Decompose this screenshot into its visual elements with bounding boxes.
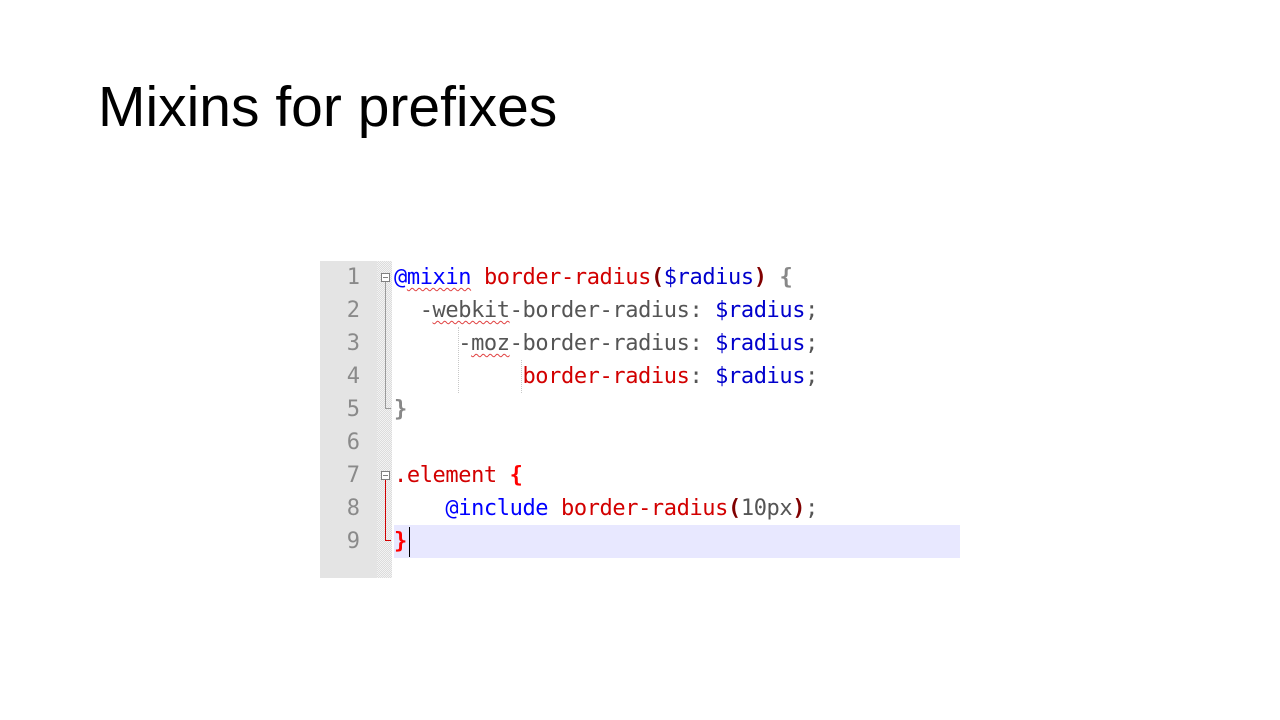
code-token: .element bbox=[394, 463, 497, 488]
code-token: border-radius bbox=[548, 496, 728, 521]
code-token: 10px bbox=[740, 496, 793, 521]
code-line[interactable]: @mixin border-radius($radius) { bbox=[394, 261, 960, 294]
code-line[interactable]: -moz-border-radius: $radius; bbox=[394, 327, 960, 360]
code-line[interactable]: } bbox=[394, 393, 960, 426]
code-token: border-radius bbox=[394, 364, 690, 389]
code-token: $radius bbox=[715, 331, 806, 356]
line-number: 4 bbox=[346, 364, 360, 389]
indent-guide bbox=[458, 327, 460, 393]
code-token: ; bbox=[805, 364, 818, 389]
current-line-highlight bbox=[394, 525, 960, 558]
code-token: -border-radius bbox=[509, 331, 690, 356]
code-token: mixin bbox=[406, 265, 472, 290]
code-token: : bbox=[689, 298, 716, 323]
code-line[interactable] bbox=[394, 426, 960, 459]
line-number: 7 bbox=[346, 463, 360, 488]
line-number: 9 bbox=[346, 529, 360, 554]
code-token: webkit bbox=[432, 298, 510, 323]
code-token: ) bbox=[792, 496, 806, 521]
fold-margin-separator bbox=[392, 261, 394, 578]
code-token: ; bbox=[805, 298, 818, 323]
code-token: $radius bbox=[715, 298, 806, 323]
line-number: 8 bbox=[346, 496, 360, 521]
code-line[interactable]: } bbox=[394, 525, 960, 558]
fold-collapse-icon[interactable] bbox=[381, 273, 390, 282]
indent-guide bbox=[521, 360, 523, 393]
code-token: ; bbox=[805, 331, 818, 356]
code-token: - bbox=[394, 298, 433, 323]
code-token: border-radius bbox=[471, 265, 651, 290]
slide-title: Mixins for prefixes bbox=[98, 75, 558, 139]
line-number: 5 bbox=[346, 397, 360, 422]
code-token: } bbox=[394, 397, 407, 422]
code-line[interactable]: border-radius: $radius; bbox=[394, 360, 960, 393]
code-token: - bbox=[394, 331, 472, 356]
code-token: } bbox=[394, 529, 407, 554]
text-caret bbox=[409, 527, 410, 557]
code-token bbox=[497, 463, 510, 488]
code-token: ) bbox=[753, 265, 767, 290]
code-line[interactable]: .element { bbox=[394, 459, 960, 492]
fold-range-line bbox=[385, 480, 386, 540]
code-token: ( bbox=[650, 265, 664, 290]
fold-margin bbox=[377, 261, 392, 578]
code-token: moz bbox=[471, 331, 510, 356]
code-token: : bbox=[689, 331, 716, 356]
code-line[interactable]: -webkit-border-radius: $radius; bbox=[394, 294, 960, 327]
fold-collapse-icon[interactable] bbox=[381, 471, 390, 480]
code-token: ( bbox=[728, 496, 741, 521]
line-number: 1 bbox=[346, 265, 360, 290]
code-token: $radius bbox=[663, 265, 754, 290]
code-token: @ bbox=[394, 265, 407, 290]
code-token bbox=[767, 265, 780, 290]
code-token: @include bbox=[394, 496, 549, 521]
fold-range-end bbox=[385, 408, 391, 409]
line-number-gutter: 1 2 3 4 5 6 7 8 9 bbox=[320, 261, 377, 578]
code-token: { bbox=[779, 265, 793, 290]
fold-range-end bbox=[385, 540, 391, 541]
code-editor[interactable]: 1 2 3 4 5 6 7 8 9 @mixin border-radius($… bbox=[320, 261, 960, 578]
code-token: { bbox=[509, 463, 523, 488]
code-token: -border-radius bbox=[509, 298, 690, 323]
code-token: ; bbox=[805, 496, 818, 521]
code-token: $radius bbox=[715, 364, 806, 389]
code-token: : bbox=[689, 364, 716, 389]
line-number: 6 bbox=[346, 430, 360, 455]
line-number: 2 bbox=[346, 298, 360, 323]
code-line[interactable]: @include border-radius(10px); bbox=[394, 492, 960, 525]
line-number: 3 bbox=[346, 331, 360, 356]
fold-range-line bbox=[385, 282, 386, 408]
